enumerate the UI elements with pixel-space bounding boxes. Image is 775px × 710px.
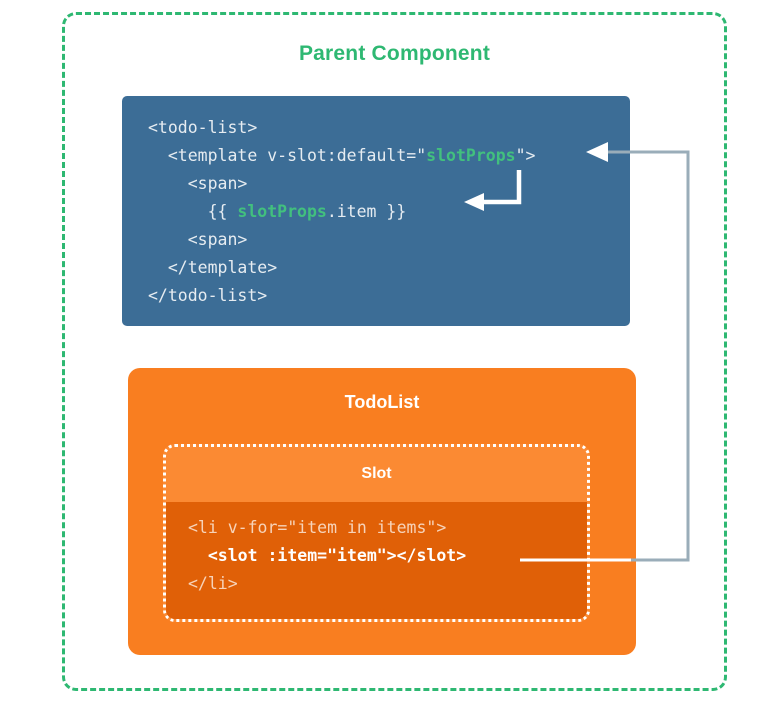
slot-tag-token: <slot :item="item"></slot> <box>207 546 467 565</box>
code-line: <todo-list> <box>148 118 258 137</box>
code-line: </todo-list> <box>148 286 268 305</box>
code-line: <template v-slot:default="slotProps"> <box>148 146 536 165</box>
code-line: <span> <box>148 230 248 249</box>
slot-code-area: <li v-for="item in items"> <slot :item="… <box>166 502 587 619</box>
code-token-highlight: slotProps <box>426 146 516 165</box>
slot-code-line: <li v-for="item in items"> <box>188 518 447 537</box>
parent-code-text: <todo-list> <template v-slot:default="sl… <box>148 114 535 310</box>
slot-title: Slot <box>361 465 392 482</box>
code-token-highlight: slotProps <box>237 202 327 221</box>
code-line: <span> <box>148 174 248 193</box>
slot-code-line: <slot :item="item"></slot> <box>188 542 466 570</box>
code-line: </template> <box>148 258 278 277</box>
parent-code-block: <todo-list> <template v-slot:default="sl… <box>122 96 630 326</box>
slot-box: Slot <li v-for="item in items"> <slot :i… <box>163 444 590 622</box>
slot-code-text: <li v-for="item in items"> <slot :item="… <box>188 514 466 598</box>
slot-code-line: </li> <box>188 574 238 593</box>
todolist-component-block: TodoList Slot <li v-for="item in items">… <box>128 368 636 655</box>
parent-component-container <box>62 12 727 691</box>
page-title: Parent Component <box>298 42 491 65</box>
todolist-title: TodoList <box>344 392 420 412</box>
code-line: {{ slotProps.item }} <box>148 202 407 221</box>
